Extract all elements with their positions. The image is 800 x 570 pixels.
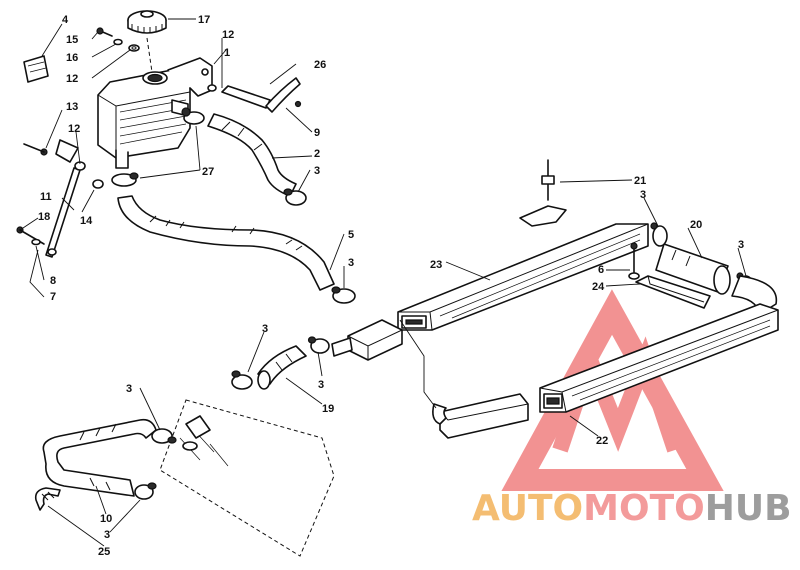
clamp-exchanger-a (650, 222, 668, 247)
hose-elbow-engine (42, 418, 157, 497)
bleed-screw (541, 159, 555, 201)
callout-15: 15 (66, 34, 78, 46)
clamp-tee (307, 336, 330, 354)
callout-3-lower-hose: 3 (348, 257, 354, 269)
callout-3-engine-lower: 3 (104, 529, 110, 541)
vent-tube (221, 77, 302, 113)
callout-12-left: 12 (66, 73, 78, 85)
callout-2: 2 (314, 148, 320, 160)
exchanger-short-segment (432, 393, 529, 439)
callout-3-engine-upper: 3 (126, 383, 132, 395)
callout-6: 6 (598, 264, 604, 276)
callout-21: 21 (634, 175, 646, 187)
hose-lower-long (117, 195, 335, 291)
callout-labels: 17 4 15 16 12 12 1 26 13 12 9 2 27 3 11 … (38, 14, 744, 558)
mount-bracket (635, 275, 711, 309)
callout-7: 7 (50, 291, 56, 303)
callout-24: 24 (592, 281, 605, 293)
reservoir-cap (127, 10, 167, 34)
callout-3-exchanger-a: 3 (640, 189, 646, 201)
clamp-engine-upper (151, 428, 177, 444)
coolant-reservoir (97, 69, 191, 169)
tee-connector (331, 319, 403, 361)
heat-exchanger-plug (519, 205, 567, 227)
callout-20: 20 (690, 219, 702, 231)
decal (23, 55, 49, 83)
callout-3-exchanger-b: 3 (738, 239, 744, 251)
callout-13: 13 (66, 101, 78, 113)
callout-12-top: 12 (222, 29, 234, 41)
callout-8: 8 (50, 275, 56, 287)
callout-14: 14 (80, 215, 93, 227)
leader-lines (19, 18, 747, 547)
callout-23: 23 (430, 259, 442, 271)
callout-4: 4 (62, 14, 69, 26)
callout-25: 25 (98, 546, 110, 558)
screw-and-washers (96, 27, 217, 92)
clamp-hose-lower (331, 286, 356, 304)
watermark-moto: MOTO (583, 488, 705, 529)
hose-clip (34, 487, 61, 511)
watermark-hub: HUB (705, 488, 792, 529)
callout-3-upper-hose: 3 (314, 165, 320, 177)
callout-16: 16 (66, 52, 78, 64)
watermark-auto: AUTO (472, 488, 583, 529)
callout-3-center-upper: 3 (262, 323, 268, 335)
callout-17: 17 (198, 14, 210, 26)
clamp-reservoir-bottom (111, 172, 139, 187)
callout-5: 5 (348, 229, 354, 241)
hose-center (257, 345, 307, 390)
callout-18: 18 (38, 211, 50, 223)
heat-exchanger-lower (539, 303, 779, 413)
callout-1: 1 (224, 47, 230, 59)
hose-connector-right (655, 243, 731, 295)
engine-outline (159, 399, 335, 557)
callout-10: 10 (100, 513, 112, 525)
mount-bolt (628, 242, 640, 280)
hose-upper (207, 113, 297, 197)
mount-rod (16, 139, 104, 258)
callout-12-mid: 12 (68, 123, 80, 135)
clamp-reservoir-top (181, 107, 205, 125)
callout-26: 26 (314, 59, 326, 71)
callout-9: 9 (314, 127, 320, 139)
callout-22: 22 (596, 435, 608, 447)
clamp-hose-upper (283, 188, 307, 206)
reservoir-bracket (167, 57, 213, 97)
clamp-center (231, 370, 253, 390)
callout-27: 27 (202, 166, 214, 178)
callout-19: 19 (322, 403, 334, 415)
svg-text:AUTOMOTOHUB: AUTOMOTOHUB (472, 488, 792, 529)
callout-3-center-lower: 3 (318, 379, 324, 391)
callout-11: 11 (40, 191, 52, 203)
clamp-engine-lower (134, 482, 157, 500)
